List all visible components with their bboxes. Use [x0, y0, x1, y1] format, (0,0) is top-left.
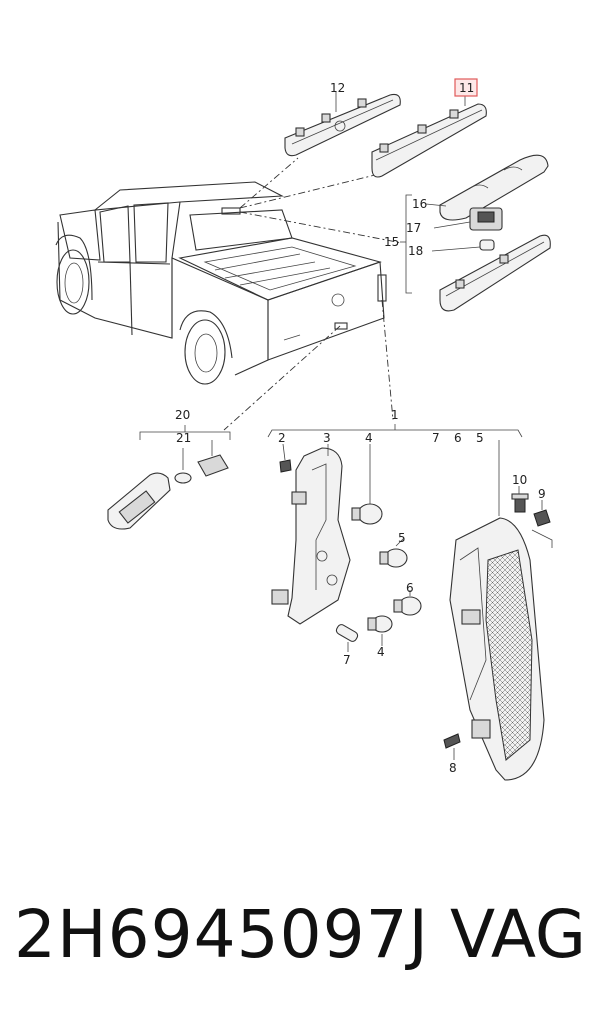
part-number: 2H6945097J — [14, 896, 430, 973]
callout-6: 6 — [406, 581, 414, 595]
callout-4-top: 4 — [365, 431, 373, 445]
part-12-brake-light — [284, 93, 401, 157]
part-1-bracket — [267, 424, 523, 438]
callout-18: 18 — [408, 244, 423, 258]
callout-16: 16 — [412, 197, 427, 211]
callout-12: 12 — [330, 81, 345, 95]
callout-3: 3 — [323, 431, 331, 445]
part-20-license-lamp — [107, 425, 231, 530]
pickup-truck-illustration — [55, 181, 387, 385]
callout-4: 4 — [377, 645, 385, 659]
footer: 2H6945097J VAG — [0, 880, 600, 1000]
callout-7-top: 7 — [432, 431, 440, 445]
callout-labels: 12 11 16 17 15 18 20 1 21 2 3 4 7 6 5 10… — [175, 78, 546, 775]
callout-9: 9 — [538, 487, 546, 501]
parts-diagram: 12 11 16 17 15 18 20 1 21 2 3 4 7 6 5 10… — [55, 78, 553, 781]
callout-2: 2 — [278, 431, 286, 445]
tail-lamp-housing — [443, 440, 545, 781]
screws-9-10 — [511, 486, 553, 548]
leader-lines — [223, 92, 466, 431]
callout-15: 15 — [384, 235, 399, 249]
brand-label: VAG — [449, 896, 586, 973]
callout-1: 1 — [391, 408, 399, 422]
callout-5-top: 5 — [476, 431, 484, 445]
callout-21: 21 — [176, 431, 191, 445]
callout-11-highlight — [454, 78, 478, 97]
part-11-brake-light — [371, 103, 487, 178]
callout-5: 5 — [398, 531, 406, 545]
bulbs — [335, 444, 422, 652]
callout-10: 10 — [512, 473, 527, 487]
callout-11: 11 — [459, 81, 474, 95]
part-15-assembly — [400, 154, 551, 312]
callout-20: 20 — [175, 408, 190, 422]
callout-17: 17 — [406, 221, 421, 235]
callout-8: 8 — [449, 761, 457, 775]
callout-7: 7 — [343, 653, 351, 667]
part-3-bulb-carrier — [271, 443, 351, 625]
callout-6-top: 6 — [454, 431, 462, 445]
